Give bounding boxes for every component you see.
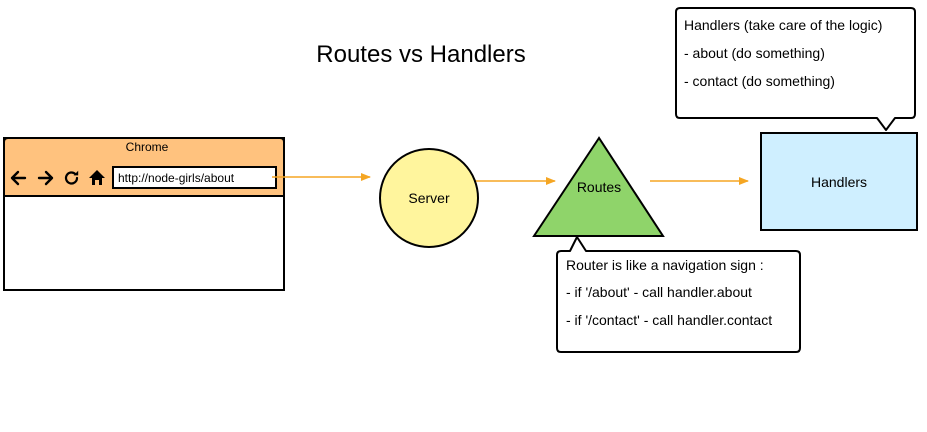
browser-window: Chrome http://node-girls/about bbox=[3, 137, 285, 291]
browser-app-name: Chrome bbox=[126, 140, 169, 154]
url-text: http://node-girls/about bbox=[118, 171, 235, 185]
server-label: Server bbox=[408, 190, 450, 206]
arrow-left-icon[interactable] bbox=[10, 170, 27, 186]
arrow-right-icon[interactable] bbox=[37, 170, 54, 186]
router-callout-line: - if '/about' - call handler.about bbox=[566, 284, 752, 300]
reload-icon[interactable] bbox=[64, 170, 79, 185]
handlers-callout-bubble bbox=[675, 7, 916, 131]
handlers-callout-line: - contact (do something) bbox=[684, 73, 835, 89]
routes-node: Routes bbox=[532, 136, 665, 237]
routes-triangle bbox=[532, 136, 665, 237]
router-callout: Router is like a navigation sign : - if … bbox=[556, 236, 801, 353]
handlers-label: Handlers bbox=[811, 174, 867, 190]
routes-label: Routes bbox=[577, 179, 621, 195]
router-callout-line: - if '/contact' - call handler.contact bbox=[566, 312, 772, 328]
handlers-callout-line: - about (do something) bbox=[684, 45, 825, 61]
handlers-callout-line: Handlers (take care of the logic) bbox=[684, 17, 882, 33]
router-callout-bubble bbox=[556, 236, 801, 353]
handlers-callout: Handlers (take care of the logic) - abou… bbox=[675, 7, 916, 131]
router-callout-line: Router is like a navigation sign : bbox=[566, 257, 764, 273]
server-circle bbox=[379, 148, 479, 248]
diagram-title: Routes vs Handlers bbox=[316, 41, 525, 68]
home-icon[interactable] bbox=[89, 170, 105, 185]
handlers-node: Handlers bbox=[760, 132, 918, 231]
server-node: Server bbox=[379, 148, 479, 248]
handlers-box bbox=[760, 132, 918, 231]
